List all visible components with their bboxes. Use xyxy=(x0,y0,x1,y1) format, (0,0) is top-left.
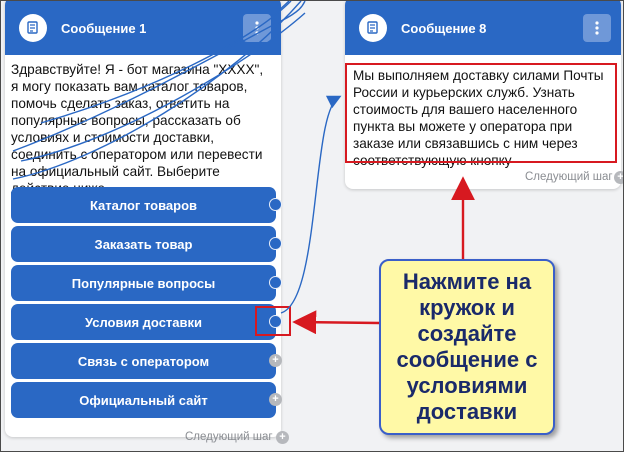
option-button-operator[interactable]: Связь с оператором xyxy=(11,343,276,379)
instruction-callout: Нажмите на кружок и создайте сообщение с… xyxy=(379,259,555,435)
option-button-faq[interactable]: Популярные вопросы xyxy=(11,265,276,301)
bot-avatar-icon xyxy=(19,14,47,42)
option-button-catalog[interactable]: Каталог товаров xyxy=(11,187,276,223)
highlight-delivery-connector xyxy=(255,306,291,336)
connector-dot-catalog[interactable] xyxy=(269,198,282,211)
plus-icon[interactable]: + xyxy=(269,354,282,367)
plus-icon[interactable]: + xyxy=(614,171,623,184)
plus-icon[interactable]: + xyxy=(276,431,289,444)
option-button-website[interactable]: Официальный сайт xyxy=(11,382,276,418)
connector-dot-faq[interactable] xyxy=(269,276,282,289)
next-step-label-1: Следующий шаг xyxy=(185,431,273,443)
option-button-delivery[interactable]: Условия доставки xyxy=(11,304,276,340)
message-card-1-text[interactable]: Здравствуйте! Я - бот магазина "ХХХХ", я… xyxy=(11,62,264,196)
message-card-8-title: Сообщение 8 xyxy=(401,20,487,36)
message-card-1-title: Сообщение 1 xyxy=(61,20,147,36)
connector-dot-order[interactable] xyxy=(269,237,282,250)
annotation-arrows xyxy=(292,176,475,335)
option-button-order[interactable]: Заказать товар xyxy=(11,226,276,262)
flow-connection-lines xyxy=(12,1,342,314)
more-vertical-icon[interactable] xyxy=(583,14,611,42)
next-step-label-8: Следующий шаг xyxy=(525,171,613,183)
message-card-8-header: Сообщение 8 xyxy=(345,1,621,55)
highlight-message-8-text xyxy=(345,63,617,163)
connector-dot-delivery[interactable] xyxy=(269,315,282,328)
message-card-8[interactable]: Сообщение 8 xyxy=(345,1,621,189)
plus-icon[interactable]: + xyxy=(269,393,282,406)
bot-avatar-icon xyxy=(359,14,387,42)
message-card-8-text[interactable]: Мы выполняем доставку силами Почты Росси… xyxy=(353,68,604,168)
